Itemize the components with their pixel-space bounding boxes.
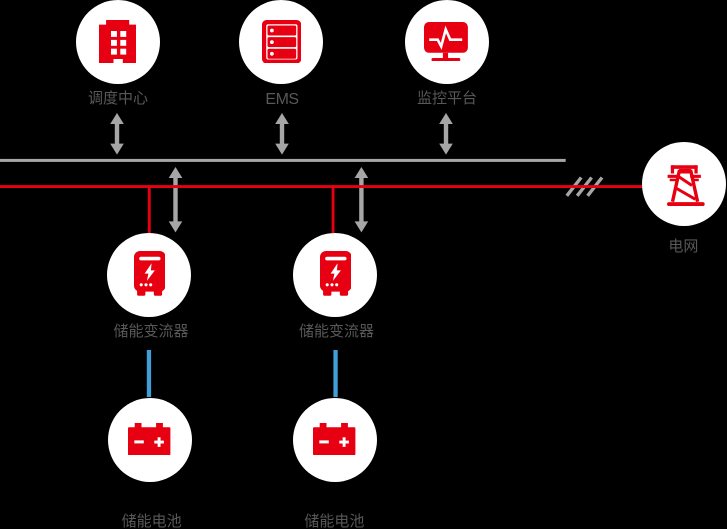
- label-battery-1: 储能电池: [121, 513, 182, 529]
- label-converter-2: 储能变流器: [298, 322, 375, 340]
- label-converter-1: 储能变流器: [113, 322, 189, 340]
- node-monitoring-platform: [405, 0, 489, 84]
- transmission-tower-icon: [667, 164, 706, 206]
- label-battery-2: 储能电池: [304, 513, 365, 529]
- inverter-icon: [133, 251, 166, 296]
- battery-icon: [313, 423, 356, 456]
- building-icon: [98, 19, 137, 64]
- node-converter-1: [107, 232, 191, 317]
- monitor-icon: [424, 22, 469, 62]
- server-icon: [261, 19, 301, 64]
- node-ems: [239, 0, 323, 84]
- label-monitoring-platform: 监控平台: [416, 90, 478, 108]
- arrow-bus-to-converter-1: [168, 167, 183, 233]
- node-grid: [642, 141, 727, 226]
- node-battery-1: [108, 398, 192, 482]
- battery-link-1: [146, 350, 152, 397]
- label-grid: 电网: [668, 238, 699, 256]
- battery-link-2: [333, 350, 338, 397]
- node-battery-2: [293, 398, 377, 482]
- power-drop-1: [147, 185, 151, 234]
- power-bus-line: [0, 185, 643, 188]
- arrow-dispatch-to-bus: [110, 113, 124, 155]
- battery-icon: [128, 423, 171, 456]
- inverter-icon: [319, 251, 352, 296]
- arrow-monitor-to-bus: [439, 113, 453, 155]
- label-ems: EMS: [265, 91, 299, 109]
- communication-bus-line: [0, 158, 566, 162]
- node-converter-2: [293, 232, 377, 317]
- node-dispatch-center: [75, 0, 160, 84]
- label-dispatch-center: 调度中心: [87, 90, 149, 108]
- power-drop-2: [331, 185, 335, 234]
- arrow-bus-to-converter-2: [354, 167, 369, 233]
- arrow-ems-to-bus: [275, 113, 289, 155]
